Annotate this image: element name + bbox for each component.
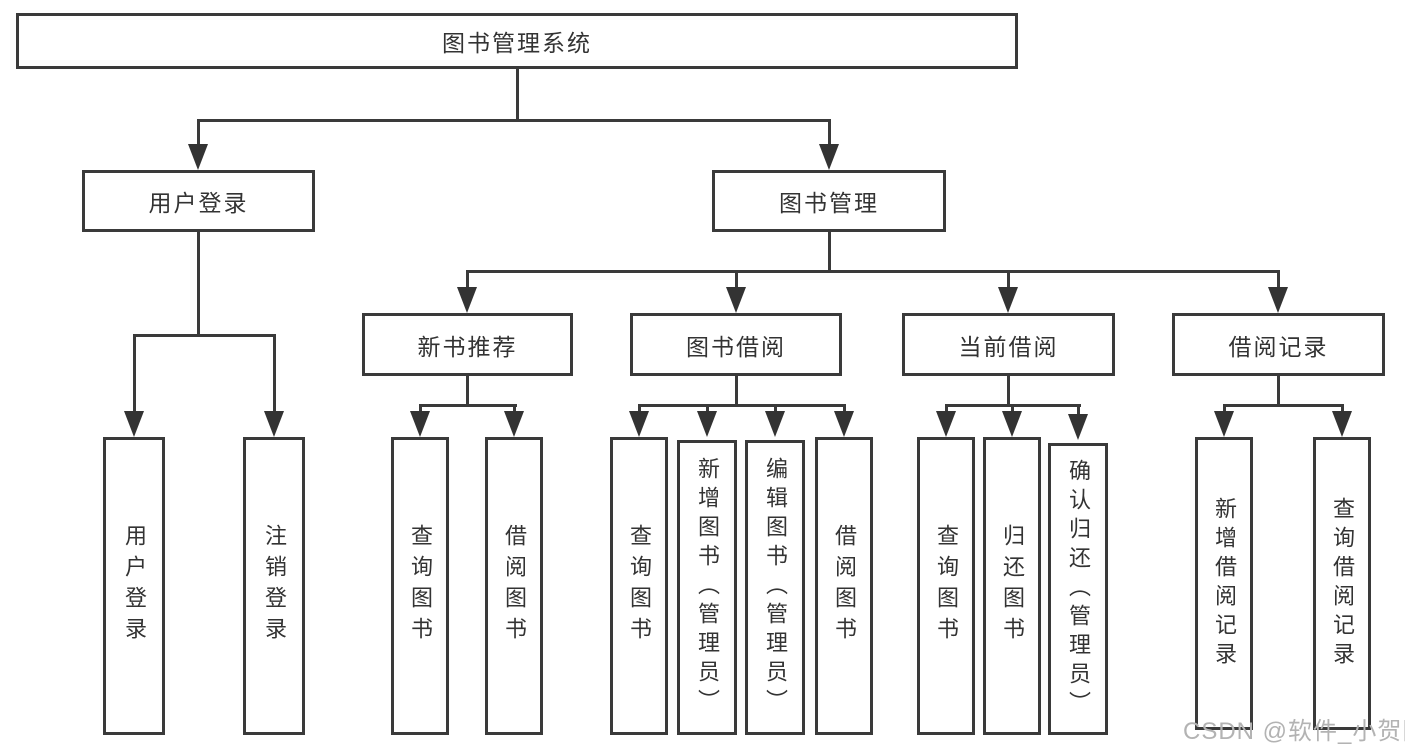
connector-drop — [774, 404, 777, 418]
connector-stem — [1277, 376, 1280, 407]
arrow-down-icon — [264, 411, 284, 437]
node-current-borrow: 当前借阅 — [902, 313, 1115, 376]
connector-drop — [466, 270, 469, 294]
node-new-book-rec: 新书推荐 — [362, 313, 573, 376]
connector-drop — [1077, 404, 1080, 418]
connector-rail — [419, 404, 517, 407]
connector-stem — [828, 232, 831, 271]
node-root: 图书管理系统 — [16, 13, 1018, 69]
node-borrow-record: 借阅记录 — [1172, 313, 1385, 376]
node-cb-confirm-return: 确认归还（管理员） — [1048, 443, 1108, 735]
connector-rail — [197, 119, 831, 122]
arrow-down-icon — [629, 411, 649, 437]
connector-drop — [945, 404, 948, 418]
csdn-watermark: CSDN @软件_小贺同学 — [1183, 718, 1405, 745]
connector-drop — [843, 404, 846, 418]
arrow-down-icon — [819, 144, 839, 170]
node-bb-edit-book: 编辑图书（管理员） — [745, 440, 805, 735]
arrow-down-icon — [726, 287, 746, 313]
node-book-borrow: 图书借阅 — [630, 313, 842, 376]
connector-rail — [133, 334, 276, 337]
arrow-down-icon — [457, 287, 477, 313]
connector-drop — [419, 404, 422, 418]
node-bb-borrow-book: 借阅图书 — [815, 437, 873, 735]
connector-stem — [1007, 376, 1010, 407]
connector-drop — [706, 404, 709, 418]
node-bb-query-book: 查询图书 — [610, 437, 668, 735]
connector-drop — [1011, 404, 1014, 418]
connector-stem — [516, 68, 519, 120]
connector-drop — [1223, 404, 1226, 418]
arrow-down-icon — [998, 287, 1018, 313]
node-logout: 注销登录 — [243, 437, 305, 735]
arrow-down-icon — [765, 411, 785, 437]
connector-drop — [197, 119, 200, 151]
connector-drop — [1341, 404, 1344, 418]
arrow-down-icon — [124, 411, 144, 437]
arrow-down-icon — [936, 411, 956, 437]
arrow-down-icon — [188, 144, 208, 170]
arrow-down-icon — [504, 411, 524, 437]
arrow-down-icon — [1268, 287, 1288, 313]
connector-stem — [197, 232, 200, 335]
connector-rail — [945, 404, 1081, 407]
arrow-down-icon — [834, 411, 854, 437]
connector-stem — [466, 376, 469, 407]
connector-drop — [1007, 270, 1010, 294]
connector-rail — [638, 404, 846, 407]
arrow-down-icon — [1068, 414, 1088, 440]
connector-rail — [466, 270, 1280, 273]
node-br-add-record: 新增借阅记录 — [1195, 437, 1253, 730]
connector-drop — [1277, 270, 1280, 294]
arrow-down-icon — [697, 411, 717, 437]
node-cb-query-book: 查询图书 — [917, 437, 975, 735]
connector-rail — [1223, 404, 1344, 407]
arrow-down-icon — [1214, 411, 1234, 437]
connector-drop — [133, 334, 136, 416]
connector-drop — [735, 270, 738, 294]
connector-drop — [828, 119, 831, 151]
node-login: 用户登录 — [103, 437, 165, 735]
arrow-down-icon — [1002, 411, 1022, 437]
node-book-mgmt: 图书管理 — [712, 170, 946, 232]
node-nr-borrow-book: 借阅图书 — [485, 437, 543, 735]
node-nr-query-book: 查询图书 — [391, 437, 449, 735]
connector-drop — [273, 334, 276, 416]
arrow-down-icon — [410, 411, 430, 437]
connector-drop — [638, 404, 641, 418]
arrow-down-icon — [1332, 411, 1352, 437]
node-br-query-record: 查询借阅记录 — [1313, 437, 1371, 730]
node-bb-add-book: 新增图书（管理员） — [677, 440, 737, 735]
node-user-login: 用户登录 — [82, 170, 315, 232]
node-cb-return-book: 归还图书 — [983, 437, 1041, 735]
connector-drop — [513, 404, 516, 418]
connector-stem — [735, 376, 738, 407]
